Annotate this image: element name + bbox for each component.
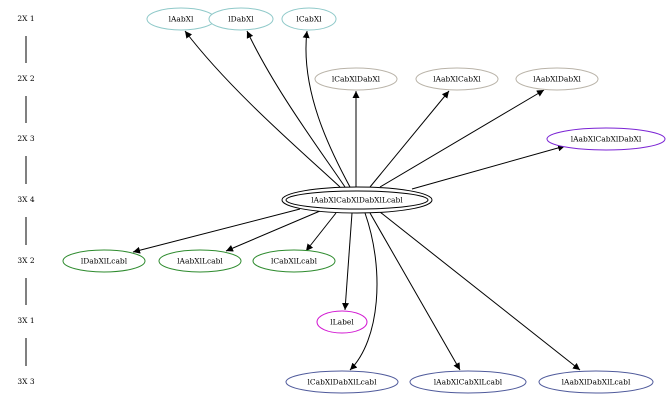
node-n_aabx_cabx[interactable]: lAabXlCabXl xyxy=(415,67,499,91)
node-n_aabx_l[interactable]: lAabXlLcabl xyxy=(158,249,242,273)
node-label: lAabXlCabXl xyxy=(433,75,481,84)
edge-n_center-to-n_cabx_l xyxy=(305,212,337,252)
edge-n_center-to-n_aabx_cabx_l xyxy=(369,212,461,371)
node-shape xyxy=(546,127,666,151)
rank-label-r3: 2X 3 xyxy=(17,134,34,143)
node-shape xyxy=(415,67,499,91)
node-n_label[interactable]: lLabel xyxy=(316,310,368,334)
node-n_dabx[interactable]: lDabXl xyxy=(208,7,274,31)
node-label: lCabXlLcabl xyxy=(271,257,318,266)
node-label: lAabXlDabXlLcabl xyxy=(562,378,631,387)
node-shape xyxy=(285,370,399,394)
node-label: lAabXlDabXl xyxy=(533,75,581,84)
node-n_aabx_dabx[interactable]: lAabXlDabXl xyxy=(515,67,599,91)
node-label: lAabXlCabXlDabXl xyxy=(571,135,642,144)
edge-n_center-to-n_dabx_l xyxy=(132,208,301,254)
node-shape xyxy=(538,370,654,394)
node-shape xyxy=(316,310,368,334)
rank-label-r7: 3X 3 xyxy=(17,377,34,386)
node-label: lCabXlDabXlLcabl xyxy=(307,378,377,387)
node-n_aabx_dabx_l[interactable]: lAabXlDabXlLcabl xyxy=(538,370,654,394)
rank-label-r1: 2X 1 xyxy=(17,14,34,23)
edge-n_center-to-n_aabx xyxy=(184,30,341,188)
node-label: lAabXlCabXlDabXlLcabl xyxy=(311,196,403,205)
edge-n_center-to-n_label xyxy=(342,212,353,311)
node-label: lLabel xyxy=(330,318,354,327)
node-shape xyxy=(281,186,433,214)
edge-n_center-to-n_aabx_l xyxy=(225,210,321,252)
edge-n_center-to-n_cabx xyxy=(302,30,351,188)
rank-label-r4: 3X 4 xyxy=(17,195,34,204)
node-shape xyxy=(252,249,336,273)
node-shape xyxy=(281,7,337,31)
node-shape xyxy=(314,67,398,91)
rank-label-r2: 2X 2 xyxy=(17,74,34,83)
edge-n_center-to-n_aabx_dabx_l xyxy=(379,211,581,371)
edge-n_center-to-n_aabx_cabx xyxy=(369,90,450,188)
node-label: lCabXlDabXl xyxy=(332,75,381,84)
rank-label-r5: 3X 2 xyxy=(17,256,34,265)
edges xyxy=(132,30,581,371)
node-n_cabx_dabx[interactable]: lCabXlDabXl xyxy=(314,67,398,91)
node-n_center[interactable]: lAabXlCabXlDabXlLcabl xyxy=(281,186,433,214)
node-label: lDabXlLcabl xyxy=(81,257,128,266)
node-shape xyxy=(62,249,146,273)
node-n_cabx_l[interactable]: lCabXlLcabl xyxy=(252,249,336,273)
edge-n_center-to-n_aabx_dabx xyxy=(379,89,545,188)
node-shape xyxy=(515,67,599,91)
nodes: lAabXl lDabXl lCabXl lCabXlDabXl lAabXlCabXl… xyxy=(62,7,666,394)
edge-n_center-to-n_cabx_dabx_l xyxy=(349,212,378,371)
rank-label-r6: 3X 1 xyxy=(17,316,34,325)
node-label: lAabXlCabXlLcabl xyxy=(434,378,503,387)
node-shape xyxy=(409,370,527,394)
node-label: lAabXlLcabl xyxy=(177,257,223,266)
node-n_dabx_l[interactable]: lDabXlLcabl xyxy=(62,249,146,273)
node-n_cabx_dabx_l[interactable]: lCabXlDabXlLcabl xyxy=(285,370,399,394)
node-n_aabx[interactable]: lAabXl xyxy=(146,7,216,31)
edge-n_center-to-n_aabx_cabx_dabx xyxy=(411,144,566,190)
node-shape xyxy=(208,7,274,31)
node-label: lCabXl xyxy=(296,15,322,24)
node-inner-ring xyxy=(285,190,429,210)
node-label: lDabXl xyxy=(228,15,254,24)
node-n_cabx[interactable]: lCabXl xyxy=(281,7,337,31)
node-n_aabx_cabx_l[interactable]: lAabXlCabXlLcabl xyxy=(409,370,527,394)
node-n_aabx_cabx_dabx[interactable]: lAabXlCabXlDabXl xyxy=(546,127,666,151)
node-label: lAabXl xyxy=(169,15,194,24)
node-shape xyxy=(158,249,242,273)
edge-n_center-to-n_dabx xyxy=(246,30,346,188)
rank-labels: 2X 1 2X 2 2X 3 3X 4 3X 2 3X 1 3X 3 xyxy=(17,14,34,386)
